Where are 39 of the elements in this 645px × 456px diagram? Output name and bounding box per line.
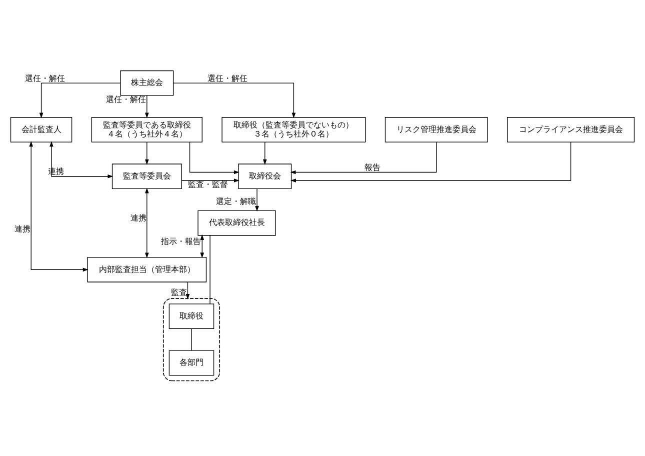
edge-label: 監査 [171, 286, 188, 296]
edge-label: 選任・解任 [208, 72, 248, 82]
node-box: 取締役 [168, 303, 214, 328]
node-box: 取締役（監査等委員でないもの） ３名（うち社外０名） [222, 116, 366, 142]
node-box: 株主総会 [120, 70, 174, 96]
edge-label: 選定・解職 [216, 196, 256, 206]
cluster [162, 298, 220, 381]
edge-label: 連携 [14, 223, 31, 234]
arrow [144, 141, 149, 164]
arrow [39, 82, 121, 118]
node-box: コンプライアンス推進委員会 [507, 116, 635, 142]
arrow [173, 82, 296, 118]
arrow [290, 141, 572, 182]
edge-label: 連携 [130, 212, 146, 222]
node-box: リスク管理推進委員会 [384, 116, 488, 142]
edge-label: 報告 [364, 161, 380, 172]
arrow [255, 188, 259, 212]
node-box: 監査等委員会 [112, 163, 182, 189]
arrow [262, 141, 267, 164]
arrow [290, 141, 437, 174]
edge-label: 指示・報告 [161, 235, 202, 246]
arrow [186, 281, 190, 299]
node-box: 会計監査人 [10, 116, 72, 142]
arrow [200, 234, 204, 258]
connector [191, 328, 192, 350]
node-box: 代表取締役社長 [198, 210, 276, 236]
arrow [189, 141, 240, 174]
edge-label: 監査・監督 [188, 178, 228, 189]
arrow [50, 140, 114, 178]
edge-label: 選任・解任 [24, 72, 65, 82]
node-box: 各部門 [168, 350, 214, 376]
node-box: 取締役会 [238, 163, 292, 189]
node-box: 内部監査担当（管理本部） [87, 256, 207, 282]
arrow [29, 140, 88, 272]
edge-label: 選任・解任 [106, 94, 146, 104]
arrow [144, 187, 149, 258]
arrow [144, 94, 149, 118]
arrow [181, 178, 240, 182]
node-box: 監査等委員である取締役 ４名（うち社外４名） [91, 116, 202, 142]
